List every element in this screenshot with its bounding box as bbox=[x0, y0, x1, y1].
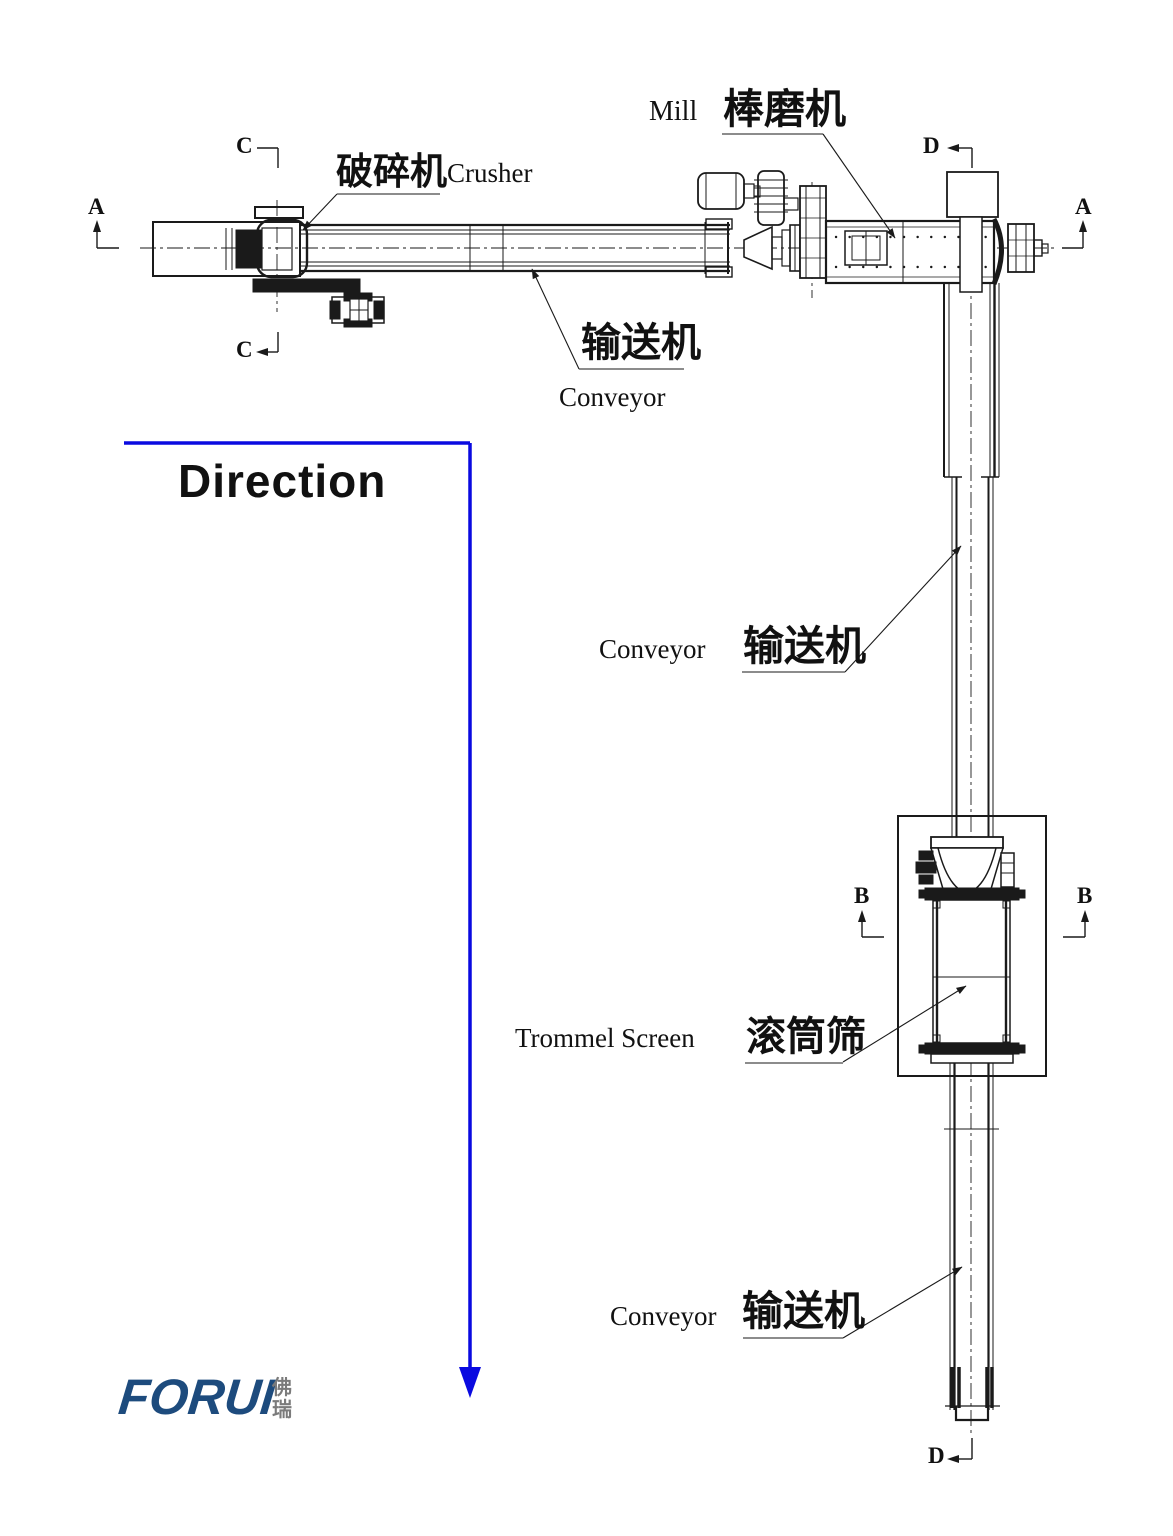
trommel-label-en: Trommel Screen bbox=[515, 1023, 695, 1053]
section-marker-a-right: A bbox=[1075, 194, 1092, 219]
forui-logo-zh-bottom: 瑞 bbox=[272, 1397, 292, 1421]
section-marker-d-top: D bbox=[923, 133, 940, 158]
conveyor-mid-label-en: Conveyor bbox=[599, 634, 706, 664]
forui-logo-zh-top: 佛 bbox=[272, 1375, 292, 1399]
direction-label: Direction bbox=[178, 455, 387, 507]
leader-lines bbox=[302, 133, 967, 1339]
centerlines bbox=[140, 182, 1058, 1433]
section-marker-d-bottom: D bbox=[928, 1443, 945, 1468]
crusher-drawing bbox=[152, 206, 385, 328]
section-marker-b-left: B bbox=[854, 883, 870, 908]
mill-label-en: Mill bbox=[649, 96, 698, 127]
section-marker-c-bottom: C bbox=[236, 337, 253, 362]
mill-label-zh: 棒磨机 bbox=[723, 85, 846, 133]
conveyor-mid-drawing bbox=[943, 283, 1000, 838]
mill-drum-drawing bbox=[824, 171, 1049, 293]
section-marker-a-left: A bbox=[88, 194, 105, 219]
mill-support-left bbox=[799, 185, 827, 279]
mill-feed-cone bbox=[743, 224, 801, 272]
trommel-screen-drawing bbox=[897, 815, 1047, 1077]
trommel-label-zh: 滚筒筛 bbox=[746, 1014, 866, 1060]
conveyor-mid-label-zh: 输送机 bbox=[743, 622, 866, 670]
conveyor-top-label-en: Conveyor bbox=[559, 382, 666, 412]
conveyor-top-label-zh: 输送机 bbox=[581, 320, 701, 366]
mill-drive-drawing bbox=[697, 170, 799, 226]
conveyor-bottom-label-zh: 输送机 bbox=[742, 1287, 865, 1335]
conveyor-bottom-label-en: Conveyor bbox=[610, 1301, 717, 1331]
crusher-label-en: Crusher bbox=[447, 158, 533, 188]
conveyor-top-drawing bbox=[300, 218, 733, 278]
crusher-label-zh: 破碎机 bbox=[336, 150, 447, 193]
section-marker-brackets bbox=[93, 144, 1089, 1463]
direction-arrow bbox=[124, 441, 481, 1398]
section-marker-c-top: C bbox=[236, 133, 253, 158]
section-marker-b-right: B bbox=[1077, 883, 1093, 908]
forui-logo-text: FORUI bbox=[116, 1369, 278, 1425]
conveyor-bottom-drawing bbox=[944, 1063, 1000, 1422]
